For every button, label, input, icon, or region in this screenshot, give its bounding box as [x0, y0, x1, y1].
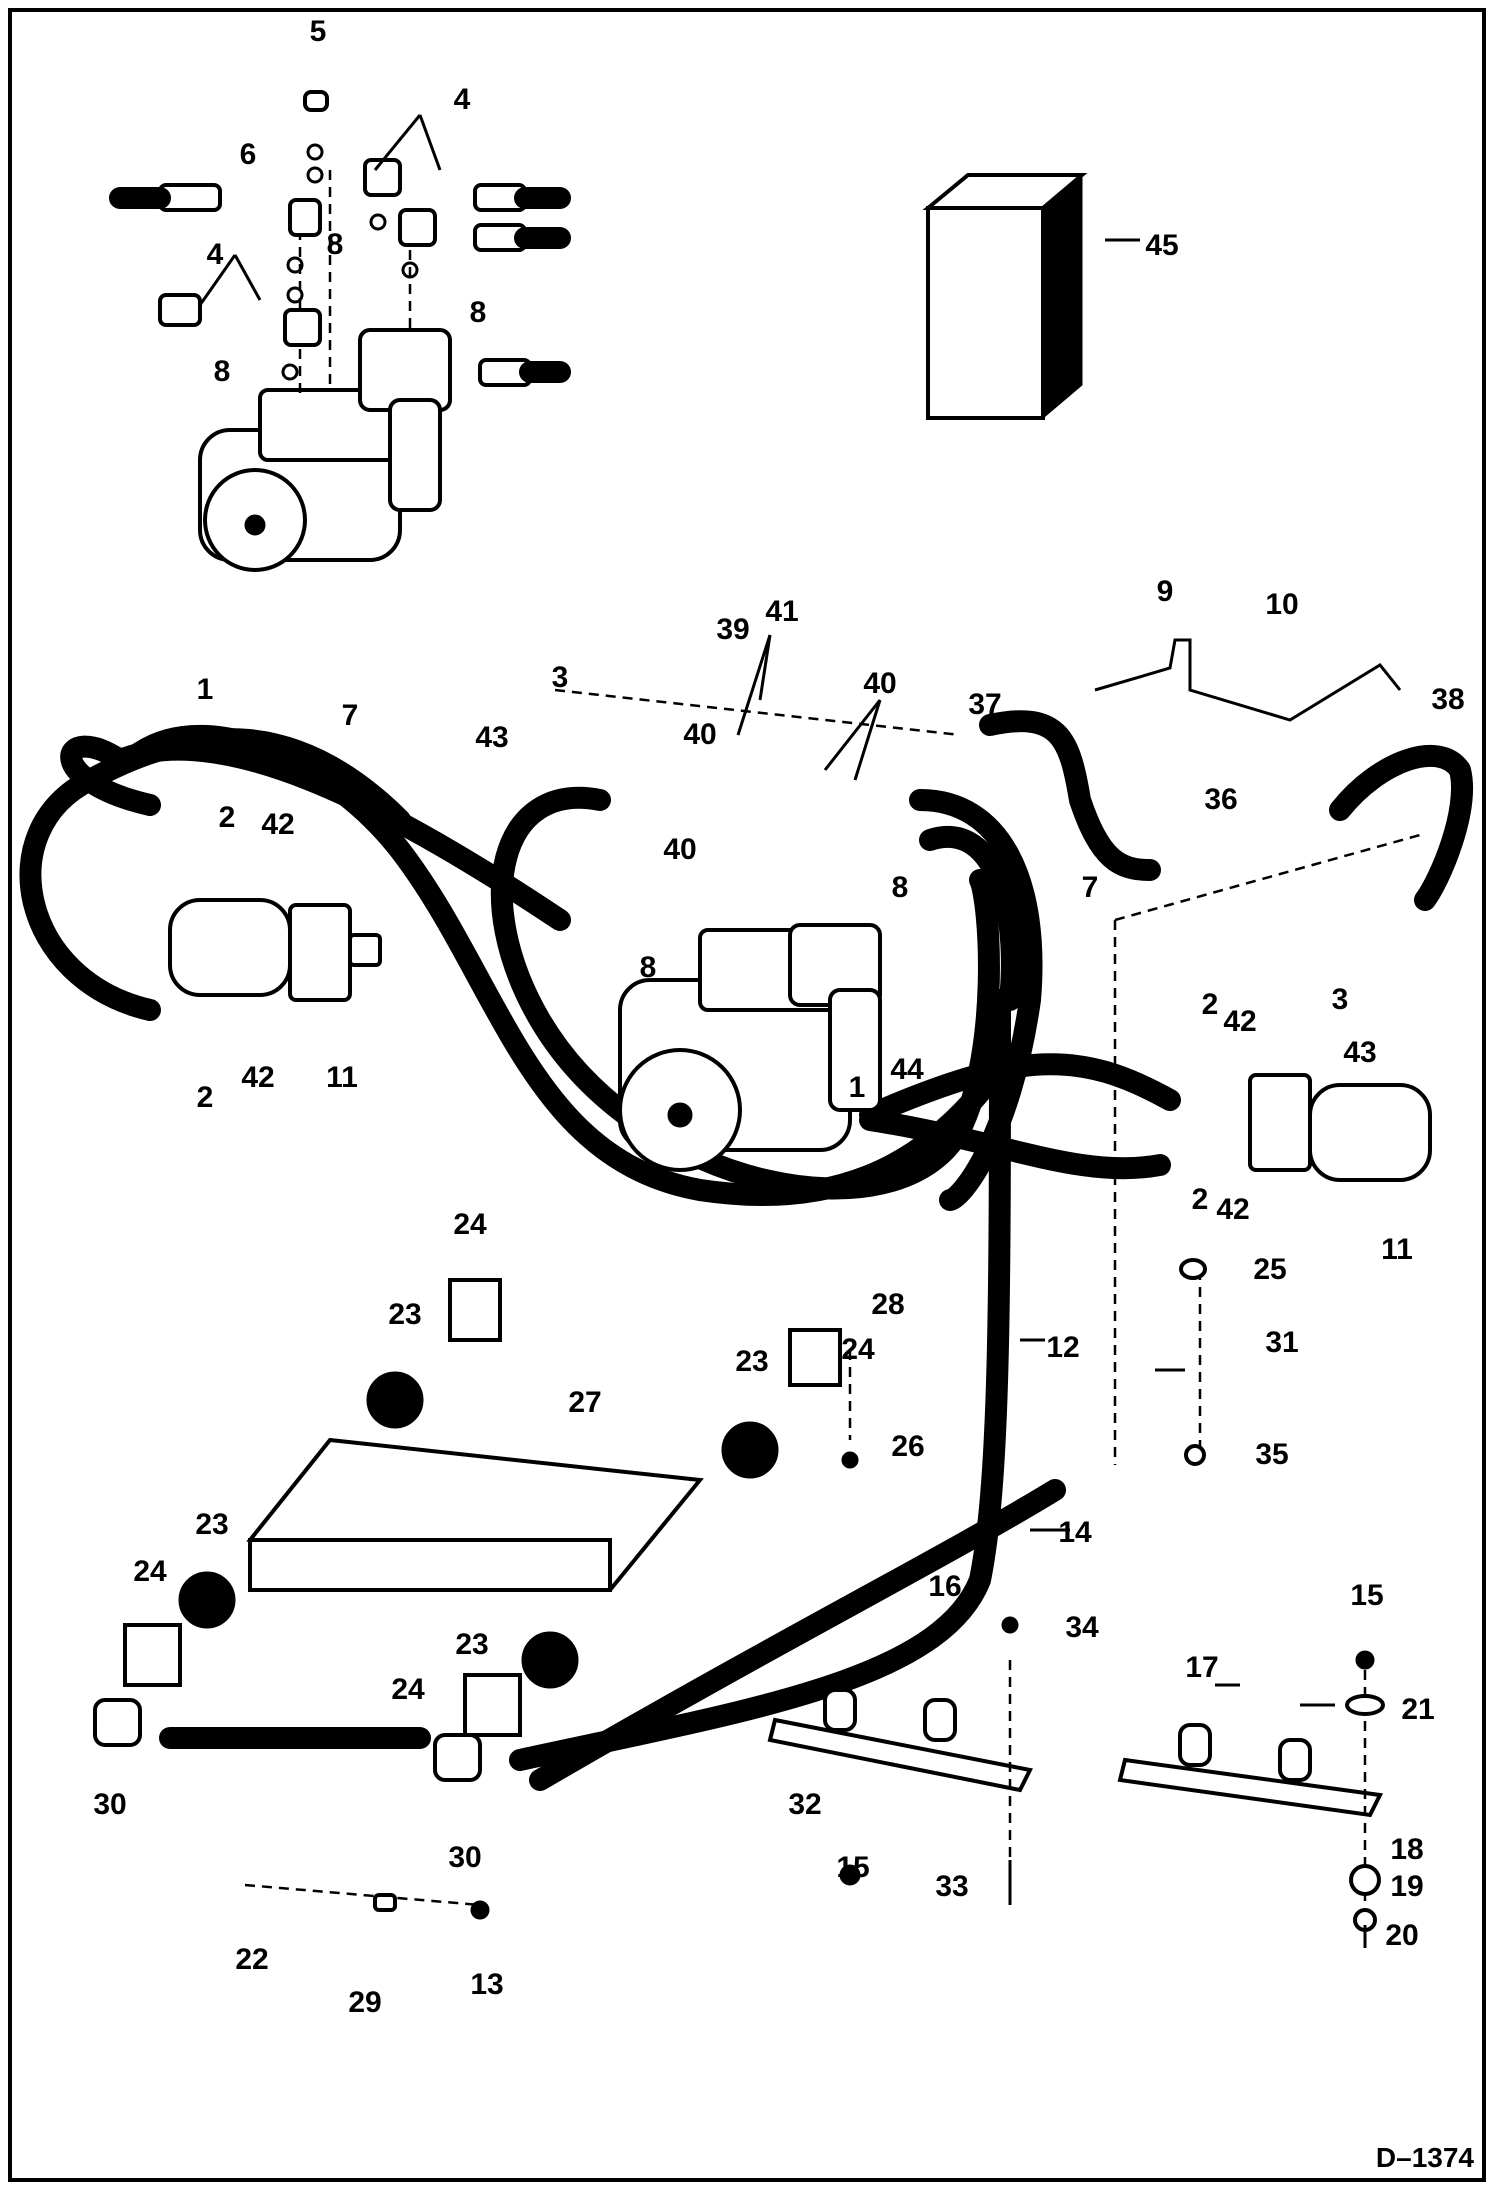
- callout-23: 23: [735, 1345, 769, 1378]
- hardware: [373, 1258, 1385, 1948]
- brackets: [767, 1688, 1384, 1818]
- callout-2: 2: [1201, 988, 1219, 1021]
- callout-31: 31: [1265, 1326, 1299, 1359]
- callout-43: 43: [1343, 1036, 1377, 1069]
- callout-12: 12: [1046, 1331, 1080, 1364]
- callout-26: 26: [891, 1430, 925, 1463]
- callout-1: 1: [196, 673, 214, 706]
- part-45-box: [922, 173, 1088, 420]
- callout-4: 4: [453, 83, 471, 116]
- motor-11-left: [168, 898, 382, 1002]
- callout-8: 8: [213, 355, 231, 388]
- part-27-cooler: [93, 1278, 842, 1782]
- callout-20: 20: [1385, 1919, 1419, 1952]
- callout-1: 1: [848, 1071, 866, 1104]
- document-id: D–1374: [1375, 2142, 1474, 2173]
- main-hoses: [19, 710, 1473, 1791]
- callout-24: 24: [453, 1208, 487, 1241]
- callout-11: 11: [326, 1061, 358, 1094]
- callout-33: 33: [935, 1870, 969, 1903]
- inset-pump-assembly: [109, 90, 571, 572]
- callout-4: 4: [206, 238, 224, 271]
- callout-45: 45: [1145, 229, 1179, 262]
- main-pump-assembly: [618, 923, 882, 1172]
- callout-5: 5: [309, 15, 327, 48]
- callout-3: 3: [551, 661, 569, 694]
- part-9-tube: [1094, 638, 1402, 722]
- callout-28: 28: [871, 1288, 905, 1321]
- callout-42: 42: [261, 808, 295, 841]
- callout-8: 8: [891, 871, 909, 904]
- callout-40: 40: [863, 667, 897, 700]
- callout-22: 22: [235, 1943, 269, 1976]
- callout-13: 13: [470, 1968, 504, 2001]
- callout-18: 18: [1390, 1833, 1424, 1866]
- callout-30: 30: [448, 1841, 482, 1874]
- callout-3: 3: [1331, 983, 1349, 1016]
- callout-9: 9: [1156, 575, 1174, 608]
- callout-40: 40: [683, 718, 717, 751]
- motor-11-right: [1248, 1073, 1432, 1182]
- callout-30: 30: [93, 1788, 127, 1821]
- callout-27: 27: [568, 1386, 602, 1419]
- callout-6: 6: [239, 138, 257, 171]
- callout-32: 32: [788, 1788, 822, 1821]
- callout-41: 41: [765, 595, 799, 628]
- callout-7: 7: [341, 699, 359, 732]
- callout-8: 8: [326, 228, 344, 261]
- callout-15: 15: [1350, 1579, 1384, 1612]
- callout-2: 2: [1191, 1183, 1209, 1216]
- callout-14: 14: [1058, 1516, 1092, 1549]
- callout-29: 29: [348, 1986, 382, 2019]
- callout-44: 44: [890, 1053, 924, 1086]
- callout-23: 23: [388, 1298, 422, 1331]
- callout-42: 42: [1223, 1005, 1257, 1038]
- callout-8: 8: [469, 296, 487, 329]
- callout-16: 16: [928, 1570, 962, 1603]
- callout-39: 39: [716, 613, 750, 646]
- callout-2: 2: [218, 801, 236, 834]
- callout-17: 17: [1185, 1651, 1219, 1684]
- callout-38: 38: [1431, 683, 1465, 716]
- callout-24: 24: [391, 1673, 425, 1706]
- callout-24: 24: [133, 1555, 167, 1588]
- leader-lines: [198, 114, 1335, 1707]
- callout-2: 2: [196, 1081, 214, 1114]
- callout-8: 8: [639, 951, 657, 984]
- callout-37: 37: [968, 688, 1002, 721]
- callout-43: 43: [475, 721, 509, 754]
- callout-21: 21: [1401, 1693, 1435, 1726]
- callout-10: 10: [1265, 588, 1299, 621]
- callout-23: 23: [455, 1628, 489, 1661]
- callout-7: 7: [1081, 871, 1099, 904]
- callout-24: 24: [841, 1333, 875, 1366]
- callout-15: 15: [836, 1851, 870, 1884]
- callout-42: 42: [1216, 1193, 1250, 1226]
- callout-11: 11: [1381, 1233, 1413, 1266]
- callout-36: 36: [1204, 783, 1238, 816]
- callout-34: 34: [1065, 1611, 1099, 1644]
- callout-19: 19: [1390, 1870, 1424, 1903]
- callout-25: 25: [1253, 1253, 1287, 1286]
- callout-42: 42: [241, 1061, 275, 1094]
- callout-40: 40: [663, 833, 697, 866]
- callout-35: 35: [1255, 1438, 1289, 1471]
- callout-23: 23: [195, 1508, 229, 1541]
